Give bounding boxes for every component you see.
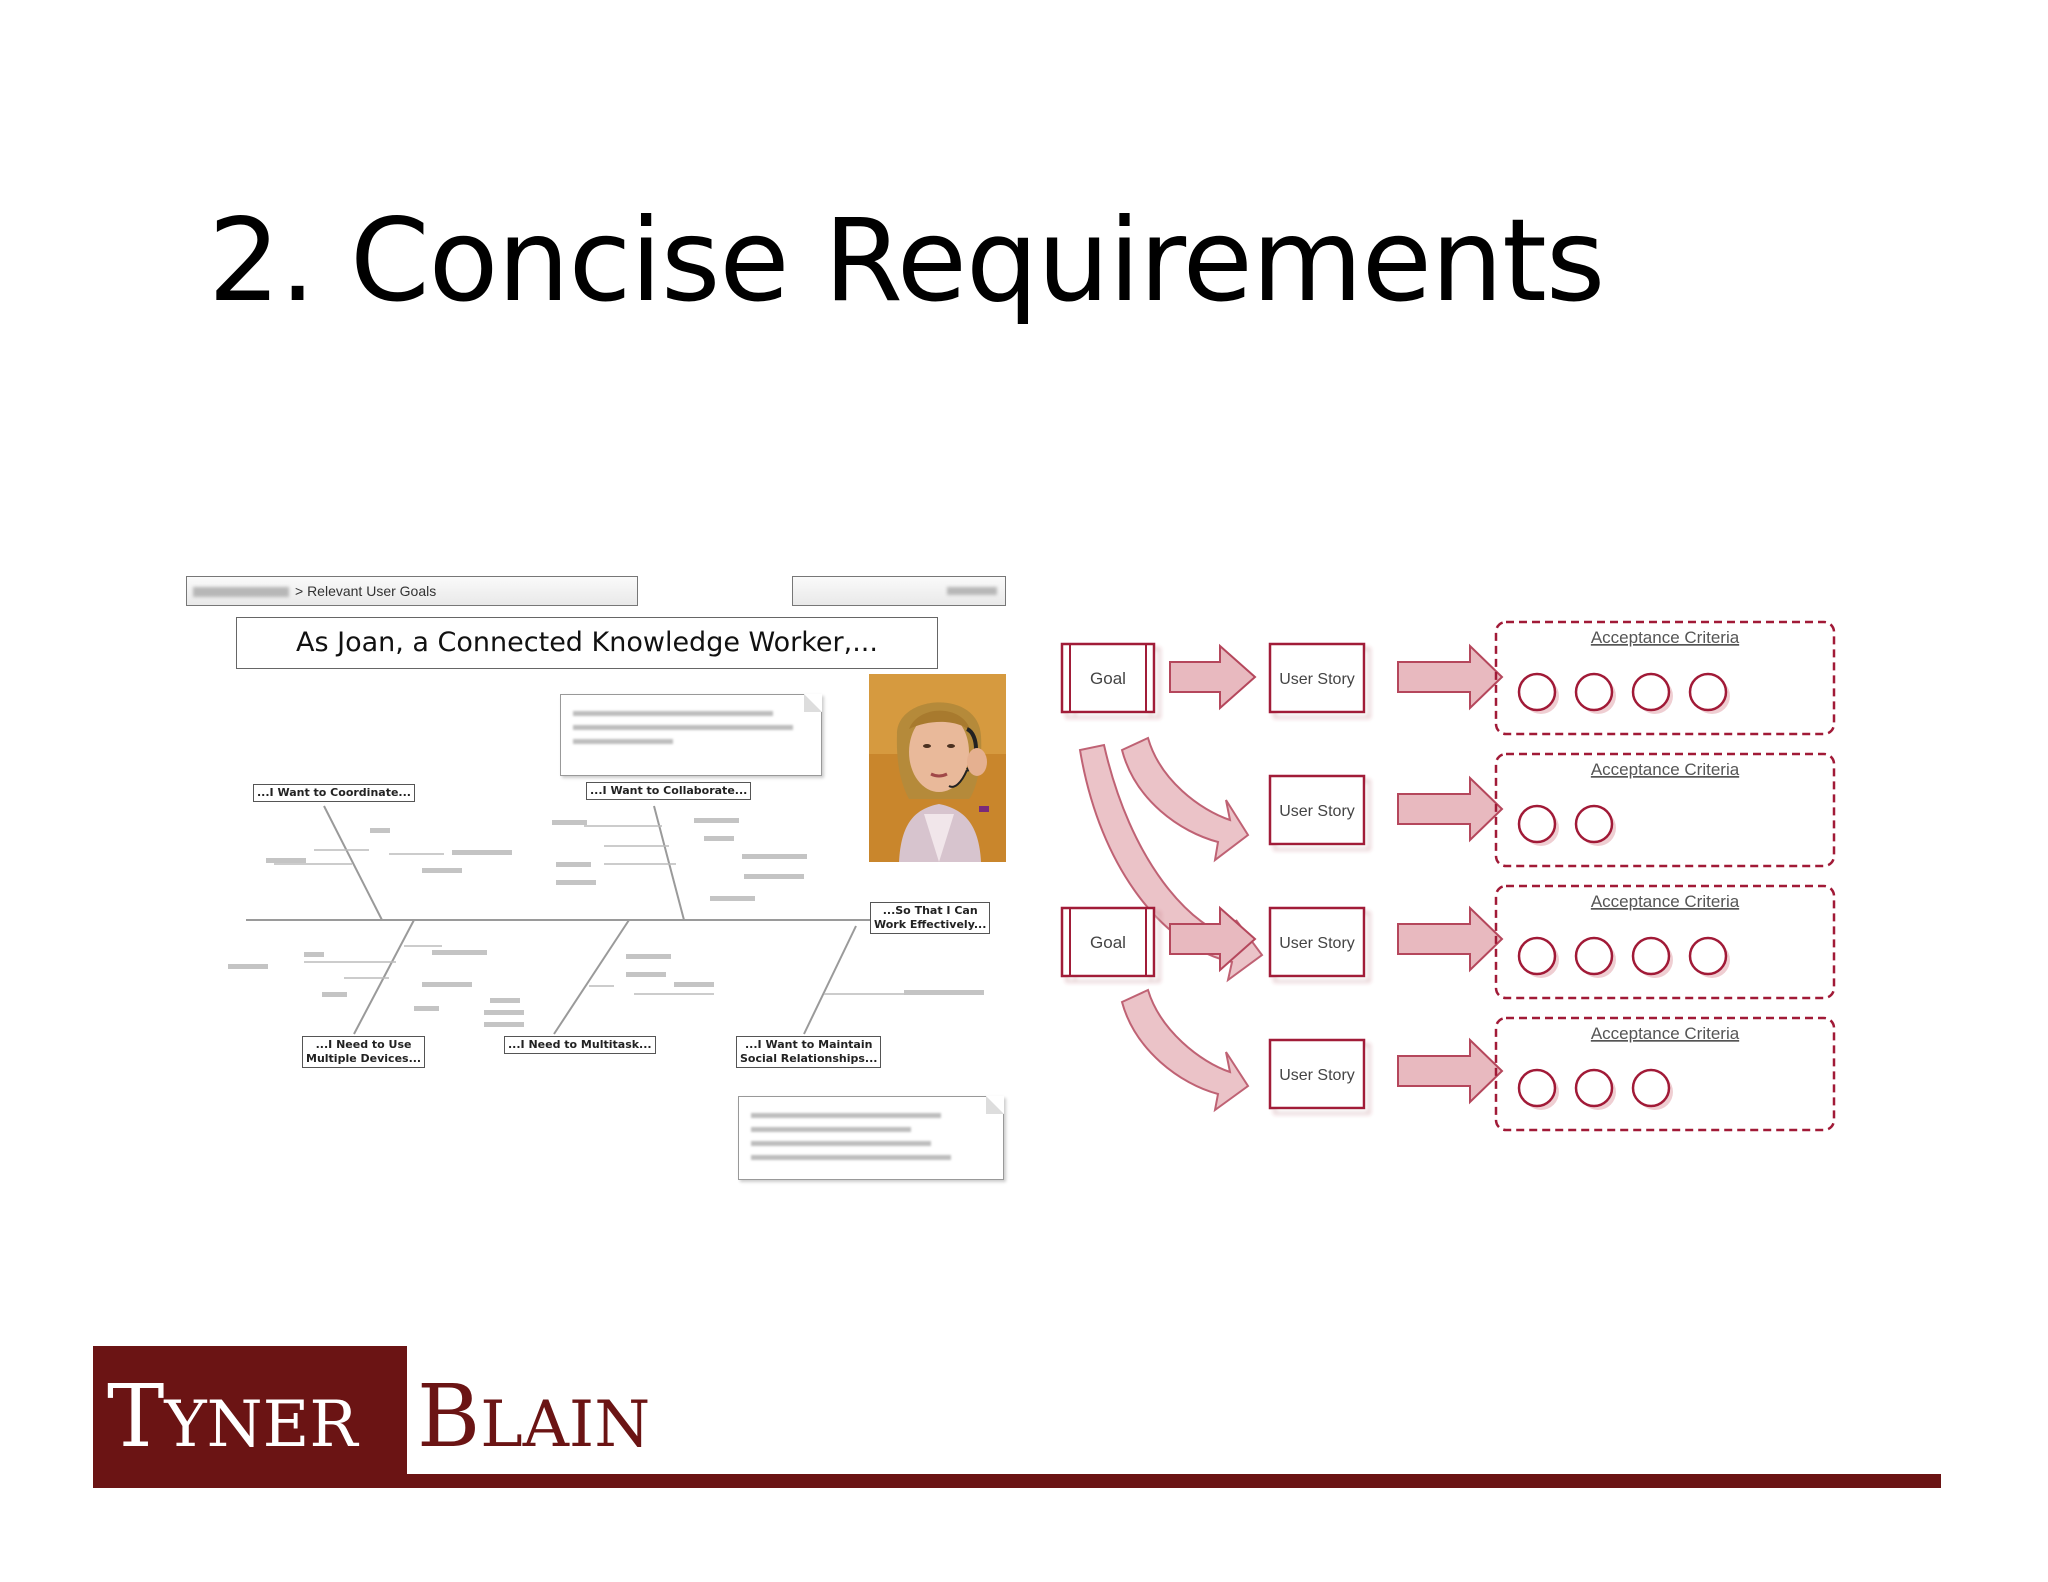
goal-label: Goal [1090, 933, 1126, 952]
acceptance-criterion-circle [1574, 936, 1614, 976]
curved-arrow [1120, 736, 1250, 863]
user-story-box [1268, 906, 1366, 978]
curved-arrow [1120, 988, 1250, 1113]
acceptance-criterion-circle [1631, 936, 1671, 976]
slide-title: 2. Concise Requirements [208, 194, 1605, 327]
acceptance-criteria-label: Acceptance Criteria [1591, 628, 1740, 647]
label-maintain: ...I Want to Maintain Social Relationshi… [736, 1036, 882, 1068]
tynerblain-logo: TYNER BLAIN [93, 1346, 1941, 1488]
acceptance-criteria-group: Acceptance Criteria [1494, 752, 1836, 868]
acceptance-criteria-label: Acceptance Criteria [1591, 760, 1740, 779]
curved-arrow [1078, 743, 1264, 983]
user-story-box [1268, 774, 1366, 846]
breadcrumb-bar: > Relevant User Goals [186, 576, 638, 606]
acceptance-criterion-circle [1688, 672, 1728, 712]
acceptance-criterion-circle [1574, 1068, 1614, 1108]
label-multitask: ...I Need to Multitask... [504, 1036, 656, 1054]
label-devices-line2: Multiple Devices... [306, 1052, 422, 1065]
persona-photo [869, 674, 1006, 862]
blurred-text [751, 1127, 911, 1132]
blurred-text [573, 739, 673, 744]
blurred-date [947, 587, 997, 595]
label-so-that-line2: Work Effectively... [874, 918, 987, 931]
acceptance-criterion-circle [1517, 804, 1557, 844]
logo-initial-t: T [107, 1367, 165, 1467]
breadcrumb-text: > Relevant User Goals [295, 583, 437, 599]
acceptance-criteria-label: Acceptance Criteria [1591, 1024, 1740, 1043]
story-to-criteria-arrow [1397, 775, 1504, 843]
straight-arrows [1169, 643, 1504, 1105]
logo-red-block [93, 1346, 407, 1488]
user-story-label: User Story [1279, 671, 1355, 688]
label-devices-line1: ...I Need to Use [315, 1038, 412, 1051]
note-top [560, 694, 822, 776]
label-maintain-line1: ...I Want to Maintain [745, 1038, 873, 1051]
user-story-label: User Story [1279, 1067, 1355, 1084]
acceptance-criteria-label: Acceptance Criteria [1591, 892, 1740, 911]
blurred-app-name [193, 587, 289, 598]
goal-box [1060, 642, 1156, 714]
goal-to-story-arrow [1169, 643, 1257, 711]
acceptance-criterion-circle [1631, 672, 1671, 712]
blurred-text [751, 1141, 931, 1146]
acceptance-criterion-circle [1517, 672, 1557, 712]
label-so-that: ...So That I Can Work Effectively... [870, 902, 991, 934]
goal-to-story-arrow [1169, 905, 1257, 973]
curved-arrows [1078, 736, 1264, 1113]
acceptance-criterion-circle [1574, 804, 1614, 844]
logo-initial-b: B [417, 1367, 481, 1467]
criteria-circles [1517, 672, 1730, 1110]
logo-word-tyner: TYNER [107, 1346, 358, 1488]
story-to-criteria-arrow [1397, 905, 1504, 973]
acceptance-criterion-circle [1631, 1068, 1671, 1108]
acceptance-criterion-circle [1574, 672, 1614, 712]
story-to-criteria-arrow [1397, 1037, 1504, 1105]
story-to-criteria-arrow [1397, 643, 1504, 711]
requirements-diagram: Goal Goal User Story User Story User Sto… [1060, 620, 1836, 1132]
label-devices: ...I Need to Use Multiple Devices... [302, 1036, 426, 1068]
fishbone-lines [228, 805, 984, 1035]
label-collaborate: ...I Want to Collaborate... [586, 782, 752, 800]
acceptance-criterion-circle [1688, 936, 1728, 976]
blurred-text [751, 1113, 941, 1118]
logo-rest-yner: YNER [164, 1388, 358, 1462]
fishbone-image: > Relevant User Goals As Joan, a Connect… [184, 574, 1014, 1184]
acceptance-criteria-group: Acceptance Criteria [1494, 884, 1836, 1000]
label-maintain-line2: Social Relationships... [740, 1052, 878, 1065]
blurred-text [573, 711, 773, 716]
user-story-box [1268, 642, 1366, 714]
label-coordinate: ...I Want to Coordinate... [253, 784, 415, 802]
date-box [792, 576, 1006, 606]
goal-label: Goal [1090, 669, 1126, 688]
label-so-that-line1: ...So That I Can [882, 904, 978, 917]
logo-word-blain: BLAIN [417, 1346, 650, 1488]
blurred-text [573, 725, 793, 730]
user-story-box [1268, 1038, 1366, 1110]
goal-box [1060, 906, 1156, 978]
acceptance-criterion-circle [1517, 936, 1557, 976]
note-fold [986, 1096, 1004, 1114]
acceptance-criterion-circle [1517, 1068, 1557, 1108]
blurred-text [751, 1155, 951, 1160]
persona-heading: As Joan, a Connected Knowledge Worker,..… [236, 617, 938, 669]
user-story-label: User Story [1279, 935, 1355, 952]
acceptance-criteria-group: Acceptance Criteria [1494, 1016, 1836, 1132]
acceptance-criteria-group: Acceptance Criteria [1494, 620, 1836, 736]
user-story-label: User Story [1279, 803, 1355, 820]
note-fold [804, 694, 822, 712]
note-bottom [738, 1096, 1004, 1180]
logo-stripe [407, 1474, 1941, 1488]
logo-rest-lain: LAIN [480, 1388, 651, 1462]
